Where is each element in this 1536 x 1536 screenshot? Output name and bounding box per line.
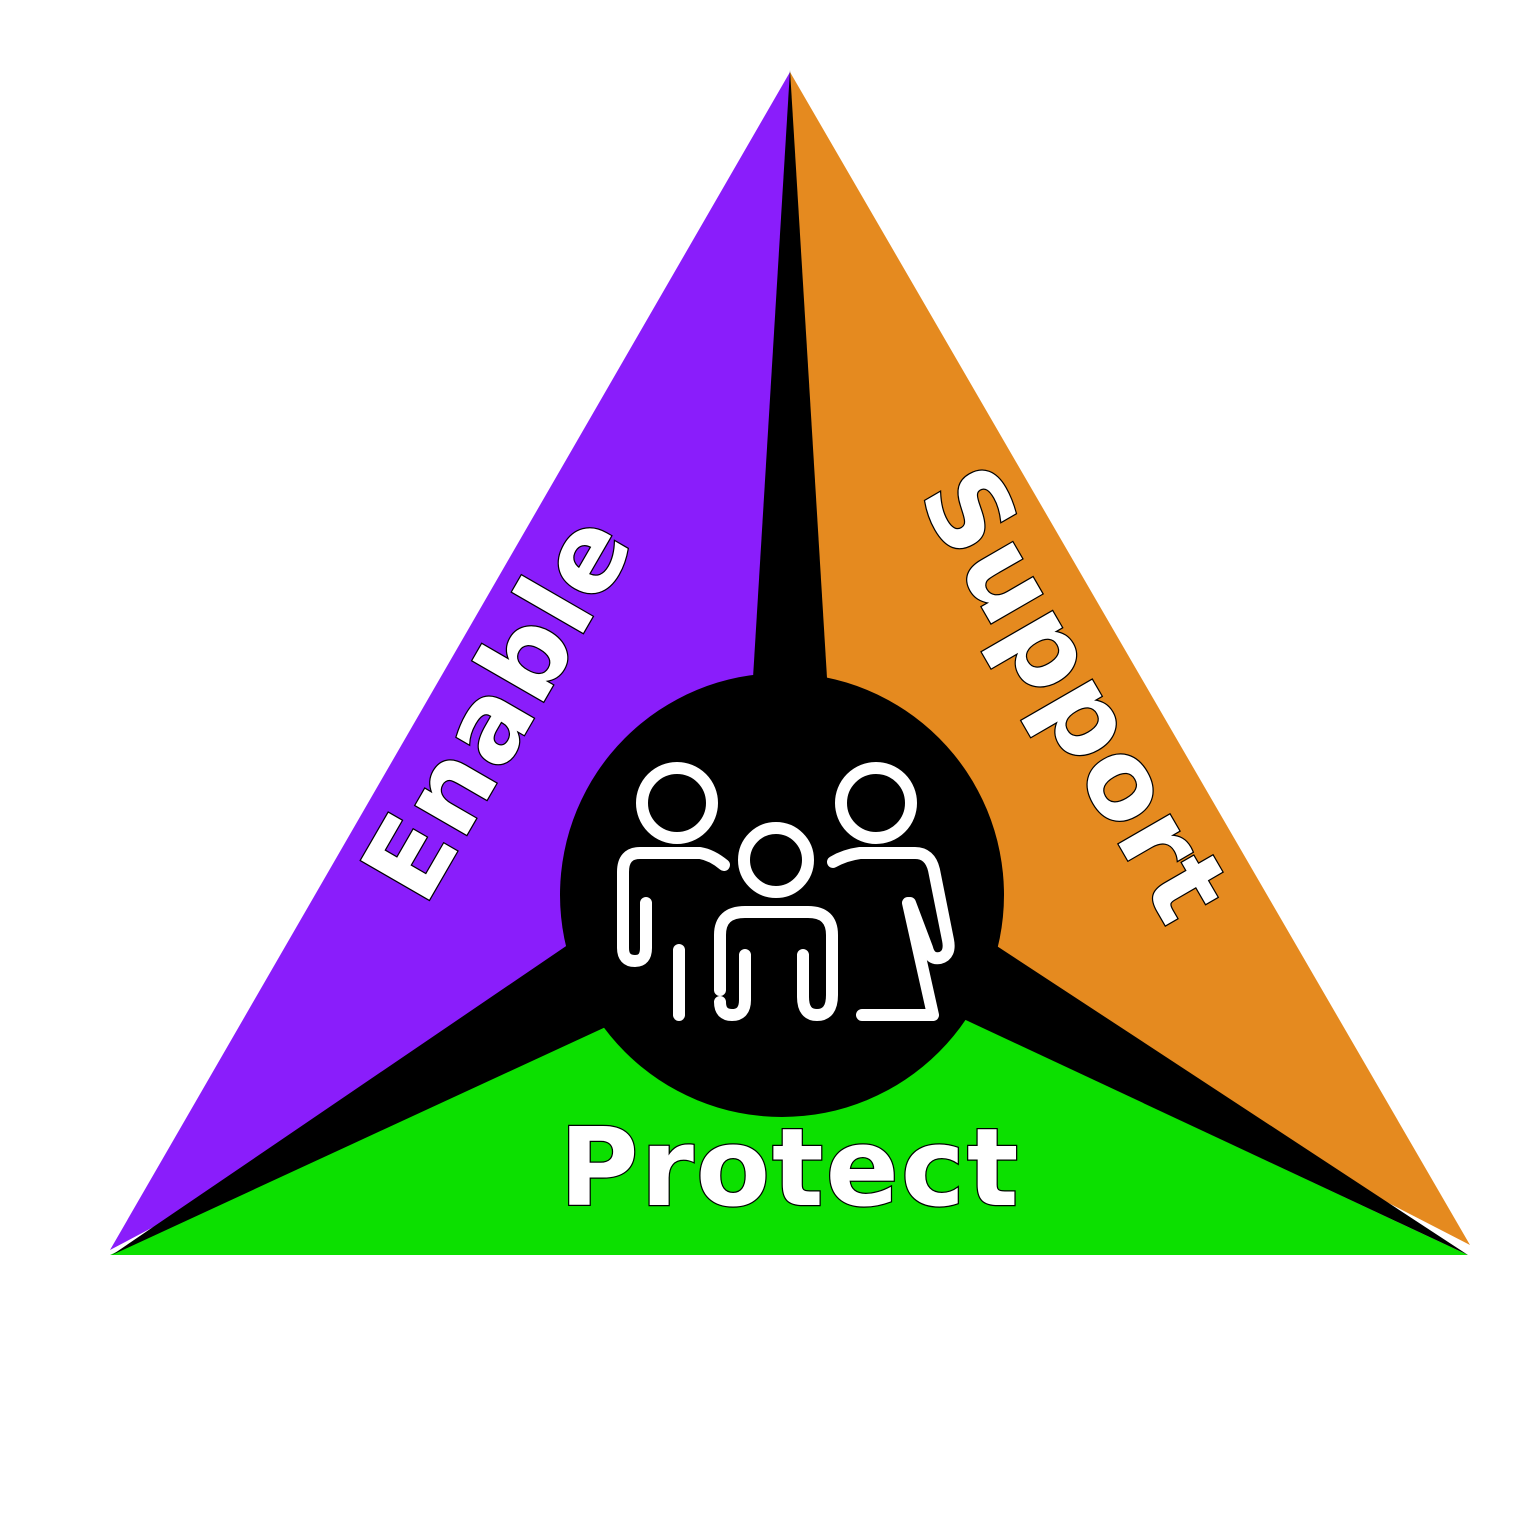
right-blade [955,935,1468,1255]
separator-blades [112,70,1468,1255]
left-blade [112,940,610,1255]
family-icon [617,762,955,1021]
protect-label: Protect [559,1106,1020,1231]
top-blade [748,70,832,760]
